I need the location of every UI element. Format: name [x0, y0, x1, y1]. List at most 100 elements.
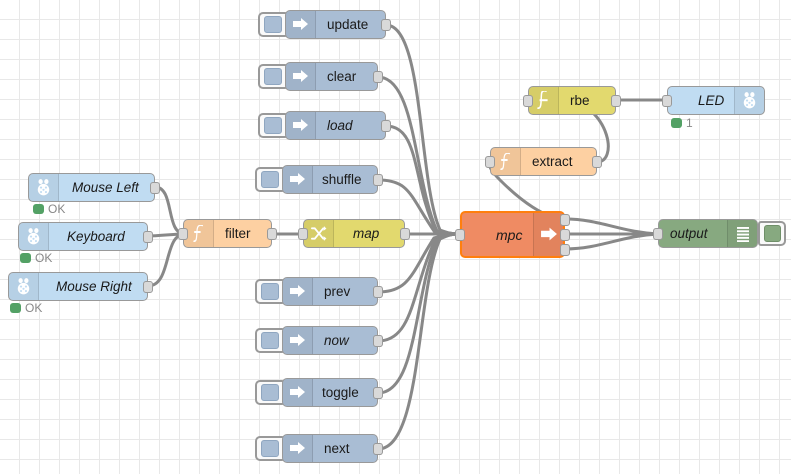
node-debug-output[interactable]: output: [653, 219, 758, 248]
status-text: 1: [686, 116, 693, 130]
output-port[interactable]: [373, 286, 383, 298]
output-port[interactable]: [381, 120, 391, 132]
node-label: now: [324, 332, 349, 348]
status-text: OK: [35, 251, 53, 265]
node-inject-clear[interactable]: clear: [285, 62, 383, 91]
input-port[interactable]: [653, 228, 663, 240]
input-port[interactable]: [298, 228, 308, 240]
raspberry-pi-icon: [29, 174, 59, 201]
inject-button-square-icon: [261, 332, 279, 349]
arrow-right-icon: [283, 278, 313, 305]
inject-button-load[interactable]: [258, 113, 288, 138]
arrow-right-glyph: [293, 18, 308, 30]
node-inject-prev[interactable]: prev: [282, 277, 383, 306]
output-port[interactable]: [373, 71, 383, 83]
inject-button-prev[interactable]: [255, 279, 285, 304]
node-body: load: [316, 112, 385, 139]
status-mouse-right: OK: [10, 302, 42, 314]
node-body: Keyboard: [49, 223, 147, 250]
function-f-icon: [491, 148, 521, 175]
node-body: clear: [316, 63, 377, 90]
arrow-right-glyph: [290, 386, 305, 398]
node-label: toggle: [322, 384, 359, 400]
arrow-right-glyph: [293, 119, 308, 131]
arrow-right-glyph: [290, 285, 305, 297]
node-label: map: [353, 225, 380, 241]
inject-button-shuffle[interactable]: [255, 167, 285, 192]
node-body: prev: [313, 278, 377, 305]
output-port[interactable]: [400, 228, 410, 240]
arrow-right-glyph: [290, 334, 305, 346]
arrow-right-glyph: [290, 442, 305, 454]
inject-button-toggle[interactable]: [255, 380, 285, 405]
node-label: filter: [225, 225, 251, 241]
output-port-2[interactable]: [560, 229, 570, 241]
node-rpi-mouse-left[interactable]: Mouse Left: [28, 173, 160, 202]
node-label: shuffle: [322, 171, 362, 187]
inject-button-square-icon: [264, 68, 282, 85]
output-port[interactable]: [611, 95, 621, 107]
node-body: map: [334, 220, 404, 247]
input-port[interactable]: [523, 95, 533, 107]
node-inject-now[interactable]: now: [282, 326, 383, 355]
node-mpc[interactable]: mpc: [455, 211, 570, 258]
node-body: rbe: [559, 87, 615, 114]
node-rpi-keyboard[interactable]: Keyboard: [18, 222, 153, 251]
node-rpi-mouse-right[interactable]: Mouse Right: [8, 272, 153, 301]
integral-icon: [529, 87, 559, 114]
arrow-right-icon: [286, 112, 316, 139]
output-port[interactable]: [373, 174, 383, 186]
output-port[interactable]: [143, 231, 153, 243]
input-port[interactable]: [455, 229, 465, 241]
status-dot-icon: [671, 118, 682, 128]
inject-button-clear[interactable]: [258, 64, 288, 89]
arrow-right-icon: [283, 379, 313, 406]
inject-button-now[interactable]: [255, 328, 285, 353]
output-port-1[interactable]: [560, 214, 570, 226]
node-switch-map[interactable]: map: [298, 219, 410, 248]
inject-button-next[interactable]: [255, 436, 285, 461]
node-inject-toggle[interactable]: toggle: [282, 378, 383, 407]
node-body: Mouse Right: [39, 273, 147, 300]
status-led: 1: [671, 117, 693, 129]
raspberry-pi-glyph: [27, 227, 40, 244]
output-port[interactable]: [381, 19, 391, 31]
input-port[interactable]: [178, 228, 188, 240]
output-port-3[interactable]: [560, 244, 570, 256]
inject-button-update[interactable]: [258, 12, 288, 37]
output-port[interactable]: [267, 228, 277, 240]
wire-toggle-mpc: [376, 232, 462, 395]
inject-button-square-icon: [261, 171, 279, 188]
wire-load-mpc: [384, 124, 462, 236]
node-function-extract[interactable]: extract: [485, 147, 602, 176]
output-port[interactable]: [592, 156, 602, 168]
node-inject-shuffle[interactable]: shuffle: [282, 165, 383, 194]
node-inject-load[interactable]: load: [285, 111, 391, 140]
raspberry-pi-icon: [19, 223, 49, 250]
inject-button-square-icon: [261, 283, 279, 300]
debug-toggle-button[interactable]: [758, 221, 786, 246]
node-function-filter[interactable]: filter: [178, 219, 277, 248]
node-inject-next[interactable]: next: [282, 434, 383, 463]
input-port[interactable]: [485, 156, 495, 168]
node-body: output: [659, 220, 727, 247]
output-port[interactable]: [373, 443, 383, 455]
output-port[interactable]: [150, 182, 160, 194]
node-rpi-led[interactable]: LED: [662, 86, 765, 115]
output-port[interactable]: [143, 281, 153, 293]
inject-button-square-icon: [264, 117, 282, 134]
node-label: clear: [327, 68, 357, 84]
debug-button-square-icon: [763, 225, 781, 242]
node-rbe[interactable]: rbe: [523, 86, 621, 115]
node-inject-update[interactable]: update: [285, 10, 391, 39]
node-label: Keyboard: [67, 228, 125, 244]
node-label: Mouse Left: [72, 179, 139, 195]
output-port[interactable]: [373, 335, 383, 347]
node-label: next: [324, 440, 350, 456]
input-port[interactable]: [662, 95, 672, 107]
arrow-right-icon: [286, 11, 316, 38]
node-label: extract: [532, 153, 573, 169]
raspberry-pi-icon: [734, 87, 764, 114]
output-port[interactable]: [373, 387, 383, 399]
